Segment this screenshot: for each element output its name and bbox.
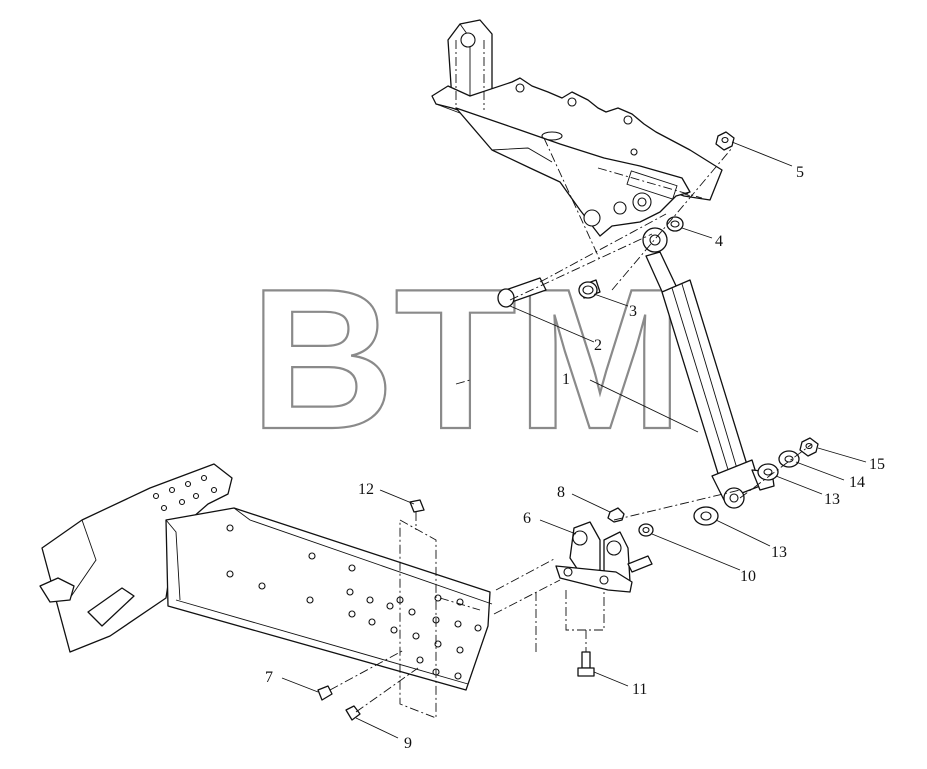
callout-11: 11 [632,681,647,698]
bolt-7 [317,685,333,701]
frame-rail [39,463,493,721]
pin-head [497,288,515,308]
callout-4: 4 [715,233,723,250]
watermark-text: BTM [250,248,683,471]
btm-watermark: BTM R [249,247,710,472]
callout-8: 8 [557,484,565,501]
callout-13-lower: 13 [771,544,787,561]
bolt-12 [409,499,425,513]
callout-14: 14 [849,474,865,491]
callout-15: 15 [869,456,885,473]
cylinder-end-washers [693,437,819,526]
callout-13-upper: 13 [824,491,840,508]
callout-2: 2 [594,337,602,354]
upper-mounting-bracket [431,19,723,237]
lower-cylinder-bracket [555,507,654,677]
callout-12: 12 [358,481,374,498]
callout-7: 7 [265,669,273,686]
callout-3: 3 [629,303,637,320]
callout-9: 9 [404,735,412,752]
rail-holes [152,474,482,680]
callout-1: 1 [562,371,570,388]
callout-6: 6 [523,510,531,527]
pin-and-bushings [497,131,735,308]
bolt-9 [345,705,361,721]
assembly-center-lines [329,40,813,719]
callout-leader-lines [281,141,867,739]
callout-numbers: 1 2 3 4 5 6 7 8 9 10 11 12 13 13 14 15 [265,164,885,752]
callout-10: 10 [740,568,756,585]
callout-5: 5 [796,164,804,181]
